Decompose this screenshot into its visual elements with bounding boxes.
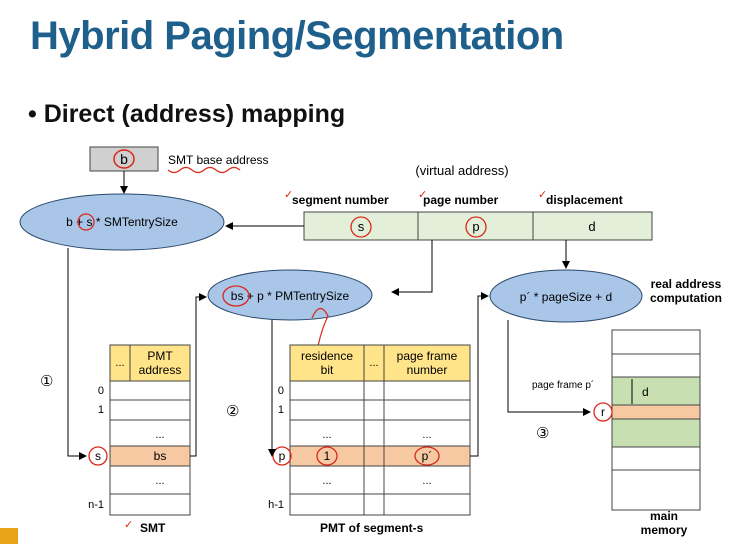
pmt-header-frame: page frame <box>397 349 458 363</box>
smt-row-s: s <box>95 449 101 463</box>
smt-cell-dots-2: ... <box>155 475 164 487</box>
annotation-circle <box>414 446 440 466</box>
smt-entry-formula: b + s * SMTentrySize <box>66 215 178 229</box>
physical-address-formula: p´ * pageSize + d <box>520 290 612 304</box>
annotation-circle <box>350 216 372 238</box>
pmt-table <box>289 344 471 516</box>
smt-header-2: address <box>139 363 182 377</box>
d-label: d <box>642 385 649 399</box>
va-header-page: page number <box>423 193 499 207</box>
pmt-row-p: p <box>279 449 286 463</box>
memory-caption-2: memory <box>641 523 688 537</box>
pmt-col-dots: ... <box>369 357 378 369</box>
smt-row-n-1: n-1 <box>88 499 104 511</box>
smt-base-label: SMT base address <box>168 153 269 167</box>
step-2: ② <box>226 403 239 420</box>
pmt-caption: PMT of segment-s <box>320 521 424 535</box>
physical-address-ellipse <box>489 269 643 323</box>
pmt-entry-ellipse <box>207 269 373 321</box>
real-address-label-2: computation <box>650 291 722 305</box>
annotation-circle <box>77 213 95 231</box>
smt-col-dots: ... <box>115 357 124 369</box>
pmt-header-frame-2: number <box>407 363 448 377</box>
smt-caption: SMT <box>140 521 166 535</box>
smt-base-value: b <box>120 151 128 167</box>
pmt-cell-dots-3: ... <box>322 475 331 487</box>
annotation-loop <box>311 307 329 347</box>
annotation-tick: ✓ <box>124 519 133 531</box>
pmt-cell-dots-2: ... <box>422 429 431 441</box>
smt-cell-dots: ... <box>155 429 164 441</box>
pmt-entry-bit: 1 <box>324 449 331 463</box>
connector <box>190 293 207 457</box>
bullet-heading: • Direct (address) mapping <box>28 100 346 128</box>
annotation-circle <box>316 446 338 466</box>
smt-highlight-row <box>109 445 191 467</box>
smt-table <box>109 344 191 516</box>
pmt-header-residence: residence <box>301 349 353 363</box>
pmt-cell-dots-4: ... <box>422 475 431 487</box>
annotation-tick: ✓ <box>418 189 427 201</box>
page-frame-label: page frame p´ <box>532 379 594 391</box>
r-label: r <box>601 405 605 419</box>
annotation-circle <box>88 446 108 466</box>
annotation-circle <box>593 402 613 422</box>
pmt-row-0: 0 <box>278 385 284 397</box>
memory-caption: main <box>650 509 678 523</box>
va-header-displacement: displacement <box>546 193 623 207</box>
pmt-row-h-1: h-1 <box>268 499 284 511</box>
pmt-entry-formula: bs + p * PMTentrySize <box>231 289 350 303</box>
pmt-entry-frame: p´ <box>422 449 433 463</box>
real-address-label: real address <box>651 277 722 291</box>
annotation-circle <box>113 149 135 169</box>
annotation-circle <box>465 216 487 238</box>
connector <box>507 320 591 416</box>
annotation-tick: ✓ <box>284 189 293 201</box>
smt-entry-value: bs <box>154 449 167 463</box>
annotation-squiggle <box>167 166 241 174</box>
bullet-text: Direct (address) mapping <box>43 100 346 128</box>
step-3: ③ <box>536 425 549 442</box>
smt-base-box <box>89 146 159 172</box>
smt-row-0: 0 <box>98 385 104 397</box>
memory-target-row <box>611 404 701 420</box>
smt-row-1: 1 <box>98 404 104 416</box>
va-value-s: s <box>358 219 365 234</box>
connector <box>470 292 489 457</box>
pmt-header-residence-2: bit <box>321 363 334 377</box>
pmt-row-1: 1 <box>278 404 284 416</box>
va-value-d: d <box>588 219 595 234</box>
annotation-tick: ✓ <box>538 189 547 201</box>
pmt-cell-dots: ... <box>322 429 331 441</box>
slide-title: Hybrid Paging/Segmentation <box>30 14 564 58</box>
connector <box>67 248 87 460</box>
smt-entry-ellipse <box>19 193 225 251</box>
annotation-circle <box>222 285 250 307</box>
virtual-address-label: (virtual address) <box>415 163 508 178</box>
connector <box>391 240 433 296</box>
va-value-p: p <box>472 219 479 234</box>
step-1: ① <box>40 373 53 390</box>
va-header-segment: segment number <box>292 193 389 207</box>
logo-mark <box>0 528 18 544</box>
smt-header: PMT <box>147 349 173 363</box>
